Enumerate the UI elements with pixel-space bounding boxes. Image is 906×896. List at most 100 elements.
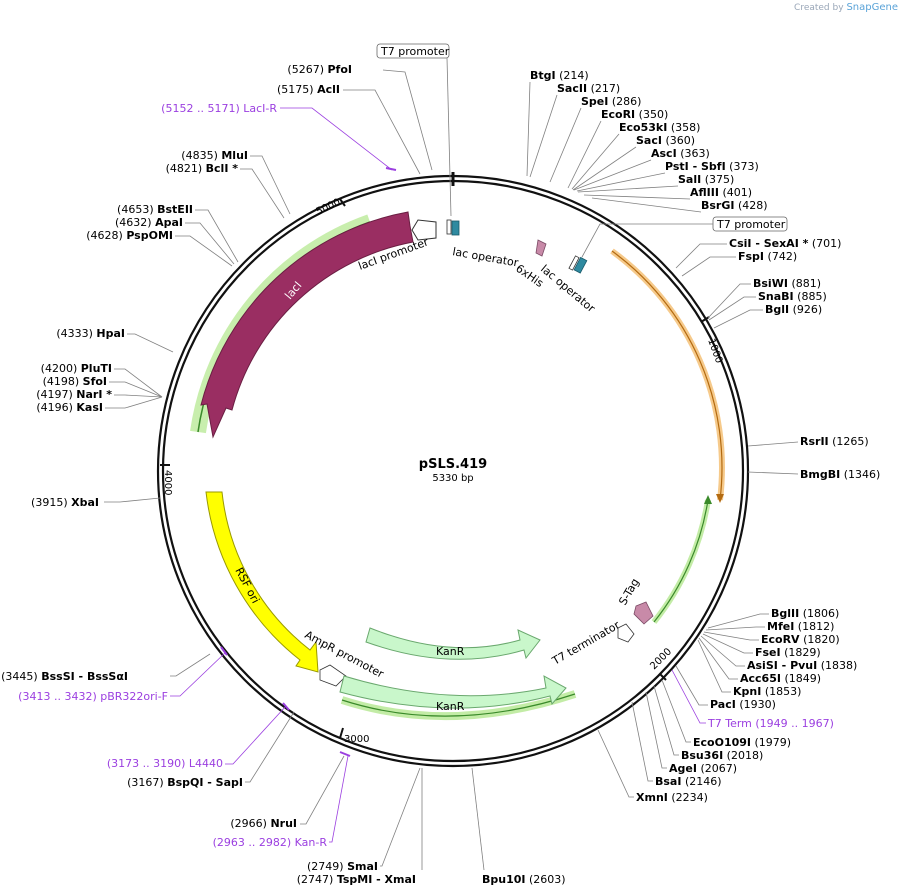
site-ecorv-label[interactable]: EcoRV (1820): [761, 633, 840, 646]
site-bglii-label[interactable]: BglII (1806): [771, 607, 839, 620]
site-nari-lead: [114, 394, 163, 398]
site-asci-lead: [573, 159, 652, 191]
site-bpu10i-label[interactable]: Bpu10I (2603): [482, 873, 566, 886]
site-bsiwi-label[interactable]: BsiWI (881): [753, 277, 821, 290]
stag-arrow[interactable]: [633, 601, 654, 625]
site-bsteii-lead: [195, 209, 239, 263]
kanr-1-arrow[interactable]: [365, 627, 541, 660]
site-ecori-label[interactable]: EcoRI (350): [601, 108, 668, 121]
tick-3000: [339, 727, 344, 739]
site-acc65i-lead: [698, 637, 738, 680]
site-mfei-lead: [705, 626, 765, 631]
primer-l4440-mark: [282, 702, 290, 711]
site-rsrii-label[interactable]: RsrII (1265): [800, 435, 869, 448]
site-spei-label[interactable]: SpeI (286): [581, 95, 641, 108]
tick-label-2000: 2000: [648, 646, 674, 672]
site-sali-lead: [577, 185, 679, 193]
site-afliii-label[interactable]: AflIII (401): [690, 186, 752, 199]
site-bsrgi-label[interactable]: BsrGI (428): [701, 199, 768, 212]
site-agei-label[interactable]: AgeI (2067): [669, 762, 737, 775]
his-tag-arrow[interactable]: [535, 239, 547, 257]
site-bmgbi-label[interactable]: BmgBI (1346): [800, 468, 880, 481]
tick-2000: [659, 673, 667, 681]
site-sfoi-label[interactable]: (4198) SfoI: [43, 375, 107, 388]
tick-5000: [339, 198, 346, 207]
site-acli-label[interactable]: (5175) AclI: [277, 83, 340, 96]
site-bsssi-label[interactable]: (3445) BssSI - BssSαI: [1, 670, 128, 683]
site-agei-lead: [645, 691, 667, 769]
site-ecoo109i-lead: [661, 679, 691, 743]
site-fspi-label[interactable]: FspI (742): [738, 250, 797, 263]
t7-terminator-label: T7 terminator: [549, 618, 622, 668]
site-eco53ki-label[interactable]: Eco53kI (358): [619, 121, 700, 134]
site-fspi-lead: [681, 256, 736, 277]
site-snabi-label[interactable]: SnaBI (885): [758, 290, 827, 303]
tick-label-3000: 3000: [344, 734, 369, 745]
site-saci-lead: [572, 146, 637, 191]
site-asisi-label[interactable]: AsiSI - PvuI (1838): [747, 659, 857, 672]
site-bcli-label[interactable]: (4821) BclI *: [166, 162, 239, 175]
site-hpai-label[interactable]: (4333) HpaI: [56, 327, 125, 340]
site-sali-label[interactable]: SalI (375): [678, 173, 734, 186]
kanr-2-arrow[interactable]: [339, 675, 567, 709]
primer-t7-term-label[interactable]: T7 Term (1949 .. 1967): [707, 717, 834, 730]
primer-kan-r-label[interactable]: (2963 .. 2982) Kan-R: [213, 836, 328, 849]
site-bgli-label[interactable]: BglI (926): [765, 303, 822, 316]
site-bsai-label[interactable]: BsaI (2146): [655, 775, 722, 788]
site-bglii-lead: [707, 613, 769, 629]
site-bsrgi-lead: [591, 197, 702, 213]
site-apai-label[interactable]: (4632) ApaI: [115, 216, 183, 229]
site-pspomi-label[interactable]: (4628) PspOMI: [86, 229, 173, 242]
site-smai-label[interactable]: (2749) SmaI: [307, 860, 378, 873]
t7-promoter-top-label: T7 promoter: [380, 45, 450, 58]
t7-terminator-arrow[interactable]: [617, 623, 635, 643]
site-bmgbi-lead: [747, 471, 799, 475]
site-bsteii-label[interactable]: (4653) BstEII: [117, 203, 193, 216]
site-saci-label[interactable]: SacI (360): [636, 134, 695, 147]
site-btgi-label[interactable]: BtgI (214): [530, 69, 589, 82]
site-bspqi-label[interactable]: (3167) BspQI - SapI: [127, 776, 243, 789]
site-pfoi-label[interactable]: (5267) PfoI: [287, 63, 352, 76]
lacI-promoter-arrow[interactable]: [411, 219, 437, 241]
rsf-ori-arrow[interactable]: [205, 491, 319, 673]
site-csii-lead: [675, 243, 727, 269]
site-nari-label[interactable]: (4197) NarI *: [36, 388, 112, 401]
site-nrui-label[interactable]: (2966) NruI: [230, 817, 297, 830]
site-xmni-label[interactable]: XmnI (2234): [636, 791, 708, 804]
site-ecoo109i-label[interactable]: EcoO109I (1979): [693, 736, 791, 749]
site-bcli-lead: [240, 168, 285, 219]
t7-promoter-top-box[interactable]: [376, 43, 450, 59]
left-sites: (5267) PfoI (5175) AclI (5152 .. 5171) L…: [1, 63, 565, 886]
ampr-promoter-arrow[interactable]: [319, 664, 347, 687]
site-snabi-lead: [708, 296, 756, 321]
site-hpai-lead: [127, 333, 174, 353]
site-kasi-label[interactable]: (4196) KasI: [36, 401, 103, 414]
site-pluti-label[interactable]: (4200) PluTI: [41, 362, 112, 375]
site-fsei-label[interactable]: FseI (1829): [755, 646, 821, 659]
primer-pbr322ori-f-label[interactable]: (3413 .. 3432) pBR322ori-F: [18, 690, 168, 703]
site-bsu36i-label[interactable]: Bsu36I (2018): [681, 749, 763, 762]
lac-operator-1-box[interactable]: [451, 220, 460, 236]
site-kpni-label[interactable]: KpnI (1853): [733, 685, 801, 698]
primer-pbr322ori-f-lead: [170, 651, 227, 697]
site-csii-label[interactable]: CsiI - SexAI * (701): [729, 237, 841, 250]
site-paci-label[interactable]: PacI (1930): [710, 698, 776, 711]
stag-label: S-Tag: [616, 576, 642, 607]
primer-l4440-label[interactable]: (3173 .. 3190) L4440: [107, 757, 223, 770]
lacI-arrow[interactable]: [200, 211, 414, 439]
t7-promoter-right-lead: [581, 223, 713, 258]
site-asci-label[interactable]: AscI (363): [651, 147, 710, 160]
site-tspmi-label[interactable]: (2747) TspMI - XmaI: [297, 873, 416, 886]
site-mlui-label[interactable]: (4835) MluI: [181, 149, 248, 162]
primer-laci-r-label[interactable]: (5152 .. 5171) LacI-R: [161, 102, 277, 115]
site-psti-label[interactable]: PstI - SbfI (373): [665, 160, 759, 173]
orange-highlight-arrowhead: [716, 494, 724, 503]
plasmid-length: 5330 bp: [432, 473, 473, 484]
his-tag-label: 6xHis: [513, 262, 546, 290]
lac-operator-2-box[interactable]: [573, 256, 588, 274]
site-acc65i-label[interactable]: Acc65I (1849): [740, 672, 821, 685]
site-xbai-label[interactable]: (3915) XbaI: [31, 496, 99, 509]
site-sacii-label[interactable]: SacII (217): [557, 82, 620, 95]
site-mfei-label[interactable]: MfeI (1812): [767, 620, 834, 633]
